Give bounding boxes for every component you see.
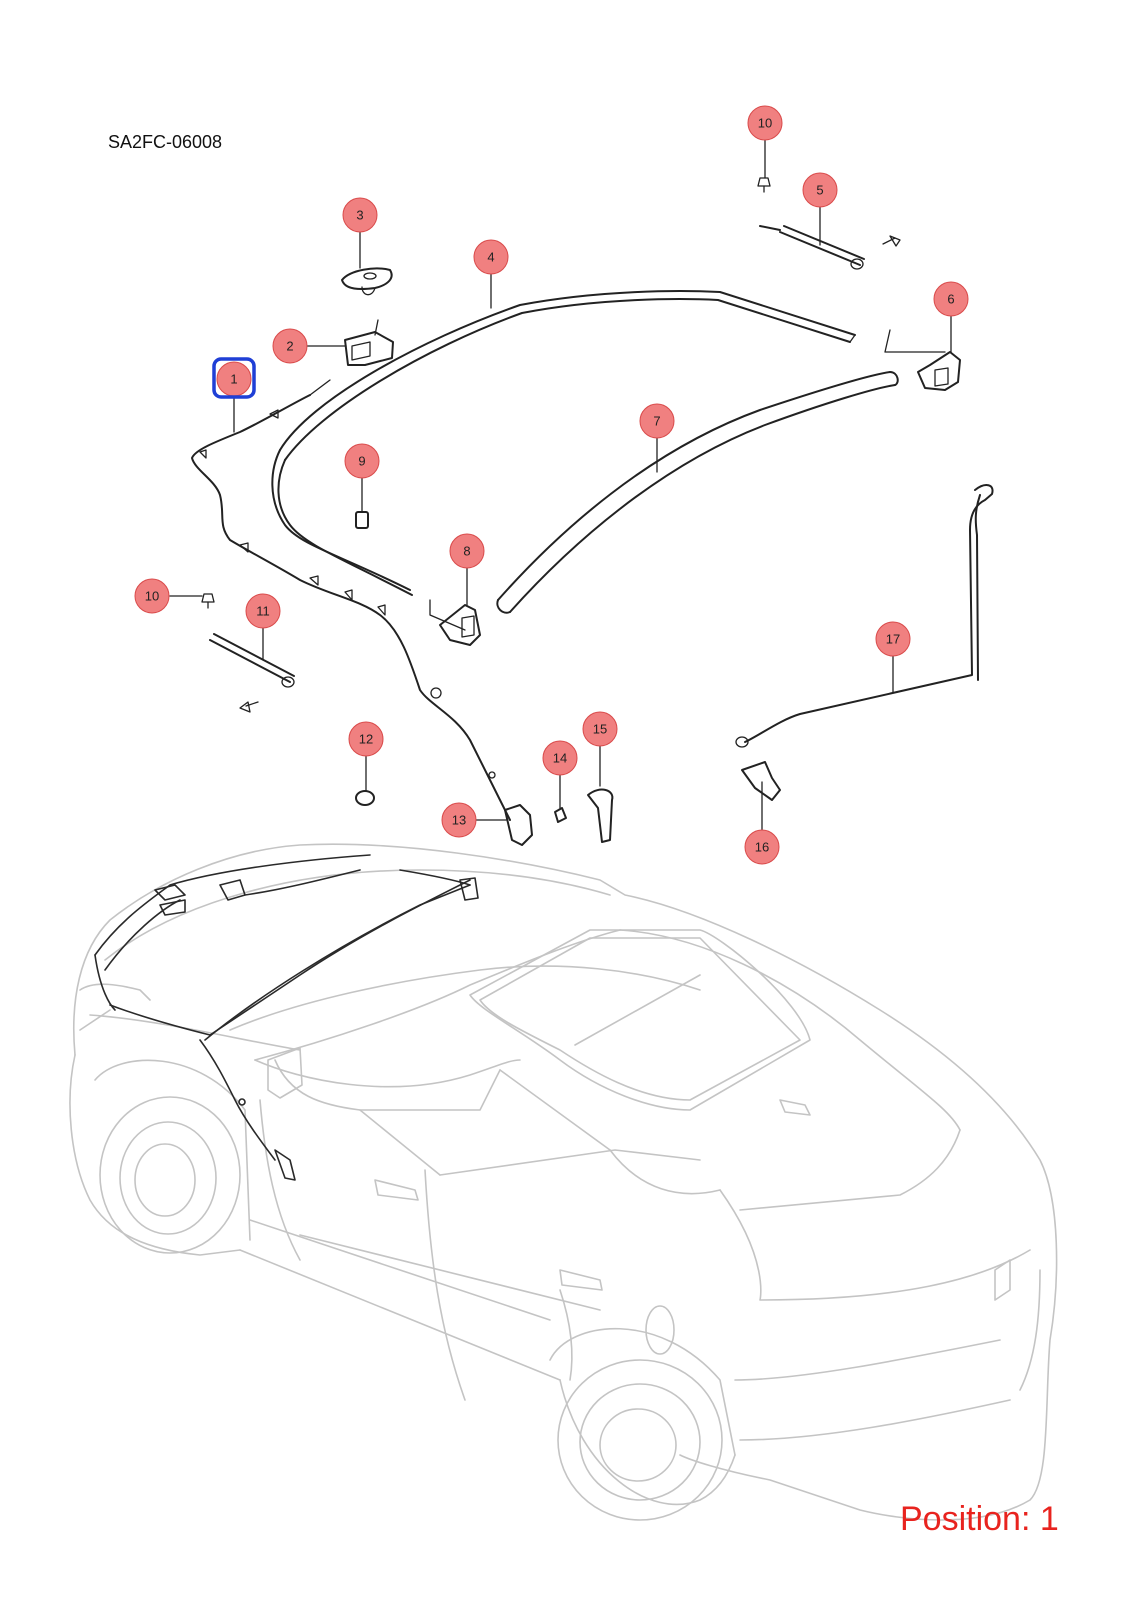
callout-label: 11 [256,604,270,619]
callout-label: 12 [359,732,373,747]
installed-parts [94,854,479,1181]
callout-3[interactable]: 3 [342,197,378,233]
callout-7[interactable]: 7 [639,403,675,439]
callout-label: 3 [356,208,363,223]
callout-label: 17 [886,632,900,647]
callout-14[interactable]: 14 [542,740,578,776]
callout-label: 5 [816,183,823,198]
callout-label: 6 [947,292,954,307]
callout-1[interactable]: 1 [212,357,256,399]
callout-5[interactable]: 5 [802,172,838,208]
position-label: Position: 1 [900,1500,1059,1538]
callout-8[interactable]: 8 [449,533,485,569]
callout-label: 15 [593,722,607,737]
selected-highlight [212,357,256,399]
callout-6[interactable]: 6 [933,281,969,317]
diagram-code: SA2FC-06008 [108,132,223,152]
callout-label: 10 [758,116,772,131]
callout-10-lower[interactable]: 10 [134,578,170,614]
callout-label: 9 [358,454,365,469]
callout-11[interactable]: 11 [245,593,281,629]
callout-label: 13 [452,813,466,828]
callout-17[interactable]: 17 [875,621,911,657]
callout-16[interactable]: 16 [744,829,780,865]
callout-10-upper[interactable]: 10 [747,105,783,141]
callout-label: 1 [230,372,237,387]
callout-label: 10 [145,589,159,604]
callout-label: 2 [286,339,293,354]
exploded-parts [191,177,994,846]
vehicle-outline [69,843,1058,1521]
callout-label: 16 [755,840,769,855]
callout-13[interactable]: 13 [441,802,477,838]
leader-lines [169,139,952,831]
callout-4[interactable]: 4 [473,239,509,275]
callout-2[interactable]: 2 [272,328,308,364]
callout-12[interactable]: 12 [348,721,384,757]
callout-label: 7 [653,414,660,429]
callout-label: 8 [463,544,470,559]
callouts: 1 2 3 4 5 6 7 [134,105,969,865]
callout-9[interactable]: 9 [344,443,380,479]
callout-label: 14 [553,751,567,766]
callout-15[interactable]: 15 [582,711,618,747]
callout-label: 4 [487,250,494,265]
